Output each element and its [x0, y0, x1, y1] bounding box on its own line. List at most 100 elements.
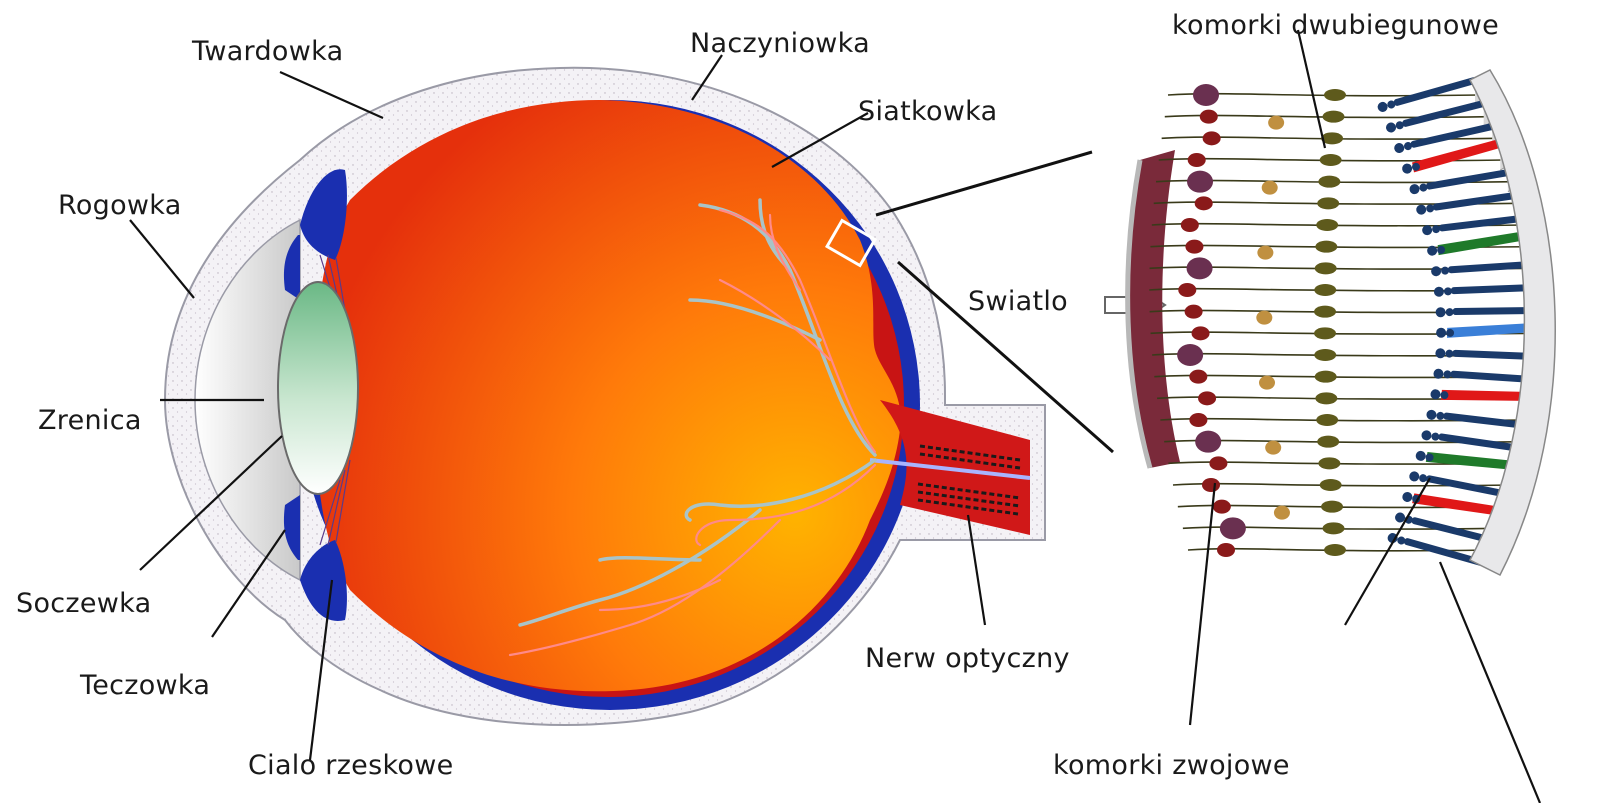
retina-cell-row — [1162, 122, 1503, 154]
retina-cell-row — [1152, 344, 1544, 366]
retina-cell-row — [1178, 485, 1510, 522]
retina-cell-row — [1150, 302, 1545, 325]
label-komorki-dwubiegunowe: komorki dwubiegunowe — [1172, 12, 1499, 39]
leader-receptor-1 — [1345, 478, 1430, 625]
bipolar-cell — [1318, 176, 1340, 188]
amacrine-cell — [1257, 246, 1273, 260]
retina-cell-row — [1154, 367, 1542, 390]
label-soczewka: Soczewka — [16, 590, 151, 617]
retina-cell-row — [1152, 214, 1531, 236]
label-siatkowka: Siatkowka — [858, 98, 997, 125]
bipolar-cell — [1318, 457, 1340, 469]
ganglion-cell — [1192, 326, 1210, 340]
retina-cell-row — [1156, 168, 1518, 195]
label-nerw-optyczny: Nerw optyczny — [865, 645, 1070, 672]
amacrine-cell — [1268, 116, 1284, 130]
ganglion-cell — [1189, 370, 1207, 384]
bipolar-cell — [1315, 392, 1337, 404]
amacrine-cell — [1256, 311, 1272, 325]
lens — [278, 282, 358, 494]
ganglion-cell — [1181, 218, 1199, 232]
bipolar-cell — [1324, 544, 1346, 556]
ganglion-cell — [1187, 257, 1213, 279]
retina-cell-row — [1183, 511, 1503, 546]
bipolar-cell — [1314, 349, 1336, 361]
bipolar-cell — [1323, 111, 1345, 123]
ganglion-cell — [1177, 344, 1203, 366]
retina-cell-row — [1149, 280, 1543, 300]
leader-twardowka — [280, 72, 383, 118]
cone-cell — [1426, 231, 1526, 256]
cone-cell — [1415, 444, 1515, 477]
amacrine-cell — [1259, 376, 1275, 390]
bipolar-cell — [1314, 284, 1336, 296]
ganglion-cell — [1188, 153, 1206, 167]
bipolar-cell — [1315, 241, 1337, 253]
bipolar-cell — [1317, 436, 1339, 448]
bipolar-cell — [1320, 479, 1342, 491]
ganglion-cell — [1213, 500, 1231, 514]
label-zrenica: Zrenica — [38, 407, 142, 434]
leader-komorki-dwubiegunowe — [1298, 30, 1325, 148]
label-cialo-rzeskowe: Cialo rzeskowe — [248, 752, 454, 779]
ganglion-cell — [1193, 84, 1219, 106]
leader-receptor-2 — [1440, 562, 1540, 803]
bipolar-cell — [1314, 327, 1336, 339]
retina-cell-row — [1150, 257, 1540, 279]
ganglion-cell — [1198, 391, 1216, 405]
ganglion-cell — [1187, 171, 1213, 193]
bipolar-cell — [1315, 262, 1337, 274]
retina-cell-row — [1168, 76, 1485, 114]
bipolar-cell — [1315, 371, 1337, 383]
ganglion-cell — [1185, 305, 1203, 319]
ganglion-cell — [1203, 131, 1221, 145]
retina-cell-row — [1164, 430, 1530, 455]
ganglion-cell — [1195, 431, 1221, 453]
leader-rogowka — [130, 220, 194, 298]
bipolar-cell — [1316, 219, 1338, 231]
rod-cell — [1434, 283, 1537, 297]
cone-cell — [1430, 383, 1530, 408]
vitreous-body — [315, 100, 901, 691]
bipolar-cell — [1321, 501, 1343, 513]
retina-cells — [1149, 76, 1545, 570]
label-rogowka: Rogowka — [58, 192, 182, 219]
amacrine-cell — [1262, 181, 1278, 195]
retina-cell-row — [1165, 99, 1494, 134]
bipolar-cell — [1317, 197, 1339, 209]
leader-komorki-zwojowe — [1190, 483, 1215, 725]
ganglion-cell — [1185, 240, 1203, 254]
retina-detail — [1128, 70, 1556, 575]
bipolar-cell — [1314, 306, 1336, 318]
retina-cell-row — [1151, 322, 1546, 344]
retina-cell-row — [1157, 383, 1539, 408]
eyeball — [165, 68, 1045, 725]
ganglion-cell — [1189, 413, 1207, 427]
label-naczyniowka: Naczyniowka — [690, 30, 870, 57]
label-teczowka: Teczowka — [80, 672, 210, 699]
ganglion-cell — [1195, 196, 1213, 210]
retina-cell-row — [1154, 191, 1525, 216]
ganglion-cell — [1178, 283, 1196, 297]
rod-cell — [1431, 260, 1534, 277]
retina-cell-row — [1160, 409, 1535, 431]
cone-cell — [1436, 322, 1535, 339]
amacrine-cell — [1274, 506, 1290, 520]
retina-cell-row — [1150, 231, 1536, 260]
ganglion-cell — [1209, 456, 1227, 470]
zoom-line-top — [876, 152, 1092, 215]
label-swiatlo: Swiatlo — [968, 288, 1068, 315]
ganglion-cell — [1202, 478, 1220, 492]
amacrine-cell — [1265, 441, 1281, 455]
rod-cell — [1436, 306, 1539, 317]
retina-cell-row — [1173, 471, 1517, 501]
ganglion-cell — [1200, 110, 1218, 124]
ganglion-cell — [1220, 517, 1246, 539]
bipolar-cell — [1316, 414, 1338, 426]
bipolar-cell — [1320, 154, 1342, 166]
label-twardowka: Twardowka — [192, 38, 343, 65]
label-komorki-zwojowe: komorki zwojowe — [1053, 752, 1290, 779]
ganglion-cell — [1217, 543, 1235, 557]
bipolar-cell — [1323, 522, 1345, 534]
